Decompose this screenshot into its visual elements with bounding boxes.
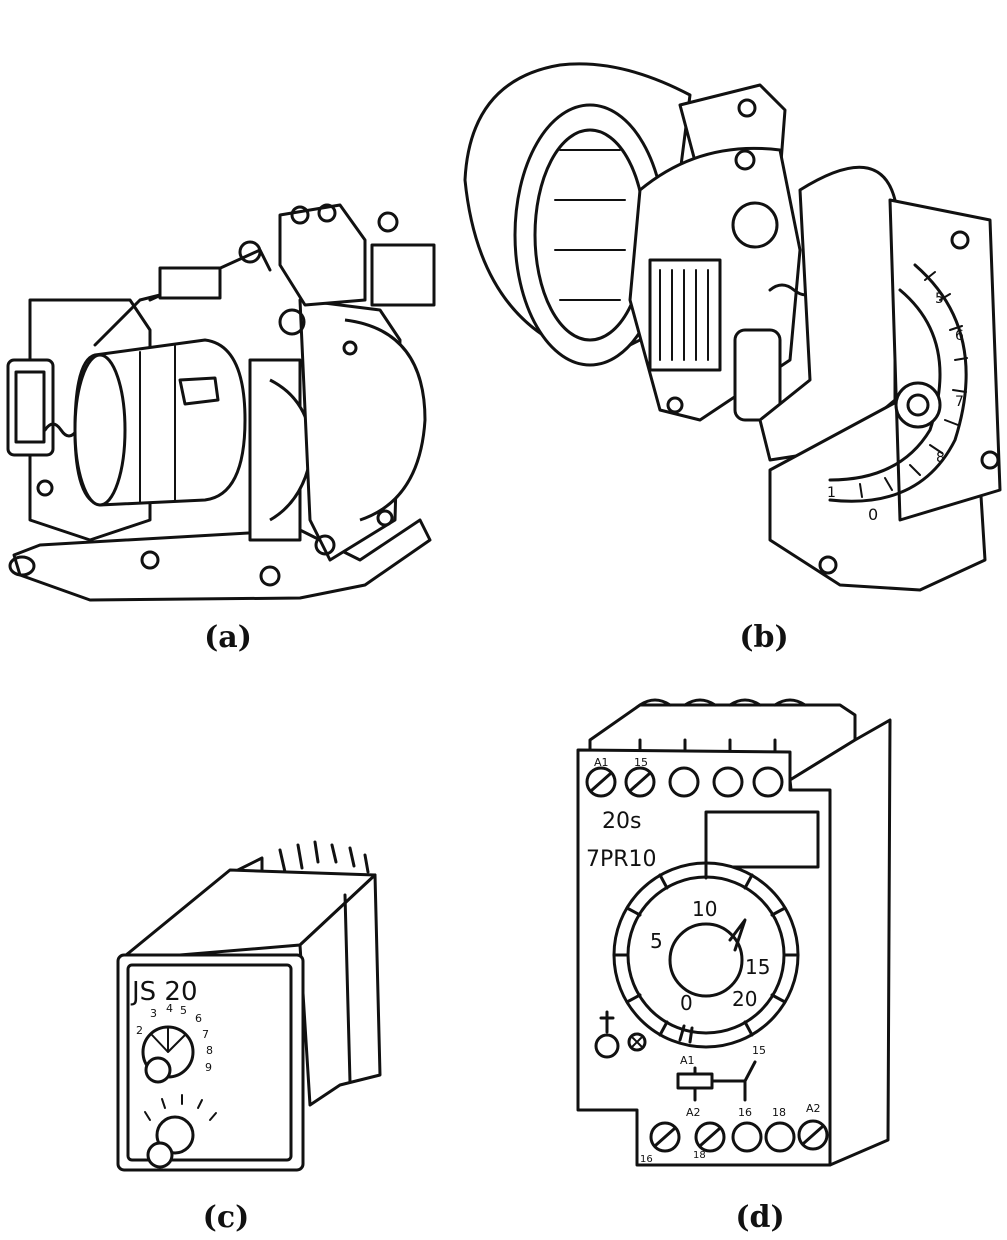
panel-d-dial-0: 0 <box>680 991 693 1015</box>
panel-d-dial-10: 10 <box>692 897 717 921</box>
panel-d-terminal-a2-left: A2 <box>686 1106 701 1119</box>
panel-d-terminal-15-top: 15 <box>634 756 648 769</box>
panel-d-terminal-a2-right: A2 <box>806 1102 821 1115</box>
panel-d-terminal-18: 18 <box>772 1106 786 1119</box>
panel-b-dial-tick-0: 0 <box>868 505 878 524</box>
panel-c-js20-timer-illustration: JS 20 2 3 4 5 6 7 8 9 <box>116 840 382 1172</box>
panel-d-caption: (d) <box>735 1200 784 1235</box>
panel-b-caption: (b) <box>739 620 788 655</box>
panel-c-dial-6: 6 <box>195 1012 202 1025</box>
panel-a-relay-illustration <box>6 203 436 602</box>
panel-d-bottom-code-16: 16 <box>640 1154 653 1165</box>
panel-c-dial-8: 8 <box>206 1044 213 1057</box>
panel-b-timer-illustration: 5 6 7 8 1 0 <box>463 62 1002 592</box>
panel-d-bottom-code-18: 18 <box>693 1150 706 1161</box>
panel-c-dial-9: 9 <box>205 1061 212 1074</box>
panel-d-schematic-a1: A1 <box>680 1054 695 1067</box>
panel-d-dial-5: 5 <box>650 929 663 953</box>
panel-c-dial-5: 5 <box>180 1004 187 1017</box>
panel-d-dial-20: 20 <box>732 987 757 1011</box>
panel-c-dial-7: 7 <box>202 1028 209 1041</box>
panel-b-dial-tick-6: 6 <box>955 328 964 344</box>
panel-b-dial-tick-5: 5 <box>935 291 944 307</box>
panel-d-model-label: 7PR10 <box>586 847 657 872</box>
panel-d-7pr10-timer-illustration: A1 15 20s 7PR10 10 5 15 0 20 A1 15 A2 16… <box>576 698 892 1167</box>
panel-c-model-label: JS 20 <box>130 977 198 1007</box>
panel-b-dial-tick-7: 7 <box>955 394 964 410</box>
panel-a-caption: (a) <box>204 620 252 655</box>
panel-c-dial-2: 2 <box>136 1024 143 1037</box>
panel-c-dial-3: 3 <box>150 1007 157 1020</box>
panel-d-schematic-15: 15 <box>752 1044 766 1057</box>
panel-c-dial-4: 4 <box>166 1002 173 1015</box>
panel-d-dial-15: 15 <box>745 955 770 979</box>
panel-b-dial-tick-8: 8 <box>936 450 945 466</box>
panel-d-terminal-a1-top: A1 <box>594 756 609 769</box>
panel-d-terminal-16: 16 <box>738 1106 752 1119</box>
panel-d-range-label: 20s <box>602 809 641 834</box>
panel-c-caption: (c) <box>203 1200 250 1235</box>
panel-b-dial-tick-1: 1 <box>827 485 836 501</box>
